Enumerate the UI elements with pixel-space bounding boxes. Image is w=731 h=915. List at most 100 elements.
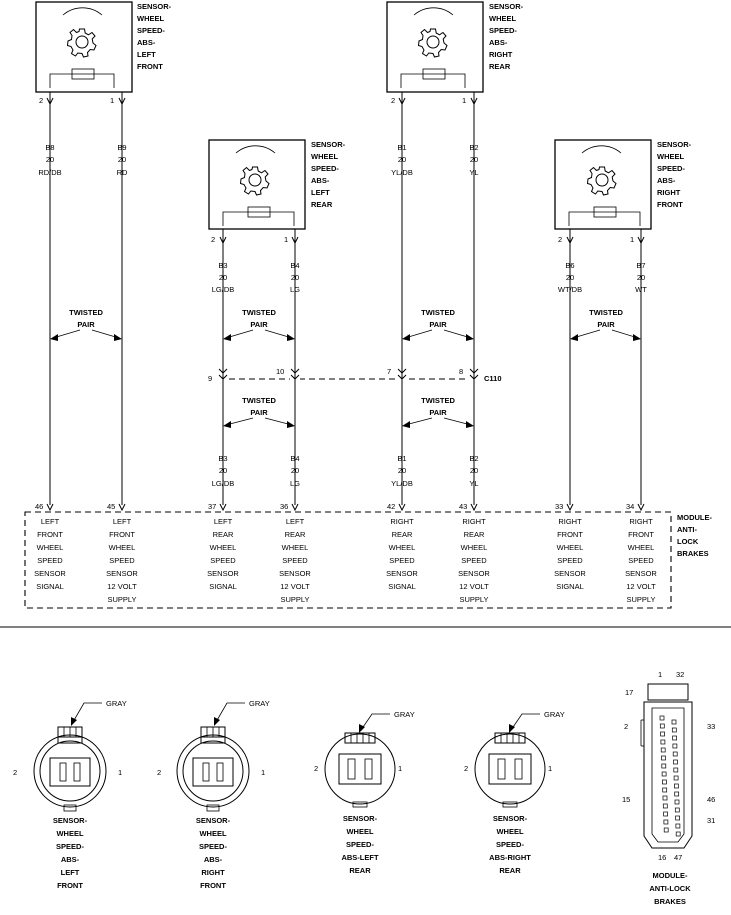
twisted-label: PAIR: [429, 408, 447, 417]
caption-left-rear: SENSOR- WHEEL SPEED- ABS-LEFT REAR: [341, 814, 378, 875]
sensor-name-line: WHEEL: [137, 14, 165, 23]
connector-pin: 8: [459, 367, 463, 376]
svg-text:SPEED: SPEED: [557, 556, 583, 565]
pin-cavity: [659, 723, 665, 729]
wire-gauge: 20: [470, 466, 478, 475]
twisted-label: TWISTED: [589, 308, 623, 317]
module-pin-descriptions: LEFT FRONT WHEEL SPEED SENSOR SIGNAL LEF…: [34, 517, 657, 604]
sensor-name-line: SENSOR-: [137, 2, 172, 11]
pin-number: 1: [110, 96, 114, 105]
pin-cavity: [662, 779, 667, 785]
svg-text:ABS-RIGHT: ABS-RIGHT: [489, 853, 531, 862]
twisted-label: TWISTED: [69, 308, 103, 317]
svg-text:SENSOR-: SENSOR-: [343, 814, 378, 823]
sensor-right-rear: [386, 1, 484, 93]
sensor-name-line: REAR: [311, 200, 333, 209]
connector-view-right-front: GRAY 2 1: [157, 699, 270, 812]
connector-color: GRAY: [249, 699, 270, 708]
pin-cavity: [661, 763, 667, 769]
module-view-pin: 47: [674, 853, 682, 862]
sensor-name-line: SPEED-: [657, 164, 685, 173]
svg-text:SPEED: SPEED: [628, 556, 654, 565]
svg-text:SENSOR-: SENSOR-: [53, 816, 88, 825]
connector-view-left-rear: GRAY 2 1: [314, 710, 415, 808]
connector-view-right-rear: GRAY 2 1: [464, 710, 565, 808]
svg-text:RIGHT: RIGHT: [629, 517, 653, 526]
module-view-pin: 17: [625, 688, 633, 697]
svg-text:SENSOR-: SENSOR-: [657, 140, 692, 149]
svg-text:FRONT: FRONT: [657, 200, 683, 209]
module-view-pin: 15: [622, 795, 630, 804]
svg-text:RIGHT: RIGHT: [201, 868, 225, 877]
sensor-name-line: ABS-: [489, 38, 508, 47]
svg-text:WHEEL: WHEEL: [346, 827, 374, 836]
twisted-pair-left-rear-upper: TWISTED PAIR: [223, 308, 295, 341]
svg-text:SIGNAL: SIGNAL: [36, 582, 64, 591]
module-pin-number: 45: [107, 502, 115, 511]
svg-text:SIGNAL: SIGNAL: [388, 582, 416, 591]
sensor-name-line: SPEED-: [489, 26, 517, 35]
wire-cavity: B7: [636, 261, 645, 270]
pin-cavity: [661, 771, 667, 777]
pin-cavity: [675, 831, 681, 837]
connector-color: GRAY: [394, 710, 415, 719]
module-view-pin: 46: [707, 795, 715, 804]
pin-number: 2: [391, 96, 395, 105]
twisted-label: TWISTED: [242, 396, 276, 405]
module-view-caption: MODULE-: [653, 871, 688, 880]
svg-text:12 VOLT: 12 VOLT: [459, 582, 489, 591]
svg-text:SPEED: SPEED: [210, 556, 236, 565]
sensor-name-line: ABS-: [137, 38, 156, 47]
svg-text:WHEEL: WHEEL: [56, 829, 84, 838]
caption-left-front: SENSOR- WHEEL SPEED- ABS- LEFT FRONT: [53, 816, 88, 890]
svg-text:SIGNAL: SIGNAL: [556, 582, 584, 591]
svg-text:SENSOR: SENSOR: [34, 569, 66, 578]
twisted-pair-left-rear-lower: TWISTED PAIR: [223, 396, 295, 428]
wire-color: LG: [290, 285, 300, 294]
wire-color: WT: [635, 285, 647, 294]
twisted-label: TWISTED: [421, 396, 455, 405]
svg-text:WHEEL: WHEEL: [489, 14, 517, 23]
wire-color: WT/DB: [558, 285, 582, 294]
module-view-caption: BRAKES: [654, 897, 686, 906]
module-name-line: LOCK: [677, 537, 699, 546]
module-pin-number: 37: [208, 502, 216, 511]
svg-text:REAR: REAR: [392, 530, 413, 539]
sensor-left-front-wire-labels: 2 1 B8 20 RD/DB B9 20 RD: [38, 96, 128, 177]
module-name-line: BRAKES: [677, 549, 709, 558]
svg-text:SUPPLY: SUPPLY: [280, 595, 309, 604]
sensor-right-front: [554, 139, 652, 230]
svg-text:WHEEL: WHEEL: [109, 543, 136, 552]
sensor-name-line: RIGHT: [489, 50, 513, 59]
connector-pin: 2: [157, 768, 161, 777]
svg-text:SUPPLY: SUPPLY: [107, 595, 136, 604]
sensor-name-line: SPEED-: [311, 164, 339, 173]
pin-cavity: [673, 767, 679, 773]
svg-text:WHEEL: WHEEL: [628, 543, 655, 552]
sensor-name-line: LEFT: [137, 50, 156, 59]
svg-text:SENSOR: SENSOR: [386, 569, 418, 578]
twisted-pair-left-front: TWISTED PAIR: [50, 308, 122, 341]
svg-text:SPEED: SPEED: [461, 556, 487, 565]
pin-number: 1: [462, 96, 466, 105]
svg-text:REAR: REAR: [349, 866, 371, 875]
svg-text:RIGHT: RIGHT: [489, 50, 513, 59]
sensor-name-line: SENSOR-: [489, 2, 524, 11]
module-view-pin: 16: [658, 853, 666, 862]
wire-gauge: 20: [118, 155, 126, 164]
pin-cavity: [675, 815, 680, 821]
wire-cavity: B9: [117, 143, 126, 152]
svg-text:FRONT: FRONT: [557, 530, 583, 539]
wires: [49, 92, 642, 505]
module-view-pin: 1: [658, 670, 662, 679]
pin-number: 1: [284, 235, 288, 244]
svg-text:WHEEL: WHEEL: [282, 543, 309, 552]
svg-text:WHEEL: WHEEL: [311, 152, 339, 161]
wire-cavity: B1: [397, 454, 406, 463]
wire-gauge: 20: [291, 466, 299, 475]
module-pin-dots: [659, 715, 681, 837]
connector-captions: SENSOR- WHEEL SPEED- ABS- LEFT FRONT SEN…: [53, 814, 531, 890]
svg-text:LEFT: LEFT: [137, 50, 156, 59]
svg-text:FRONT: FRONT: [57, 881, 83, 890]
